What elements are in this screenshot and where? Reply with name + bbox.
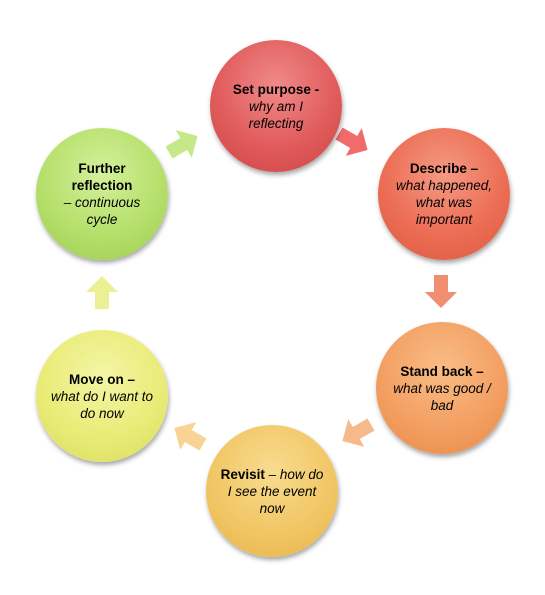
node-description: – continuous cycle [63, 195, 141, 227]
node-title: Revisit [220, 466, 265, 482]
arrow-6-icon [165, 130, 198, 159]
node-further-reflection: Further reflection – continuous cycle [36, 128, 168, 260]
node-title: Move on – [68, 371, 135, 387]
node-title: Further reflection [71, 161, 133, 193]
arrow-1-icon [335, 127, 368, 156]
node-revisit: Revisit – how do I see the event now [206, 425, 338, 557]
node-text: Revisit – how do I see the event now [218, 466, 326, 517]
arrow-2-icon [425, 275, 457, 308]
node-description: why am I reflecting [248, 98, 304, 131]
node-describe: Describe – what happened, what was impor… [378, 128, 510, 260]
node-set-purpose: Set purpose - why am I reflecting [210, 40, 342, 172]
node-description: – how do I see the event now [227, 466, 324, 516]
node-description: what was good / bad [393, 380, 491, 413]
node-description: what do I want to do now [50, 388, 154, 421]
node-stand-back: Stand back – what was good / bad [376, 322, 508, 454]
arrow-4-icon [174, 422, 207, 451]
node-title: Describe – [409, 161, 479, 176]
node-title: Stand back – [400, 363, 484, 379]
arrow-5-icon [86, 276, 118, 309]
node-move-on: Move on – what do I want to do now [36, 330, 168, 462]
arrow-3-icon [342, 418, 375, 447]
node-description: what happened, what was important [395, 178, 493, 227]
node-title: Set purpose - [232, 81, 320, 97]
